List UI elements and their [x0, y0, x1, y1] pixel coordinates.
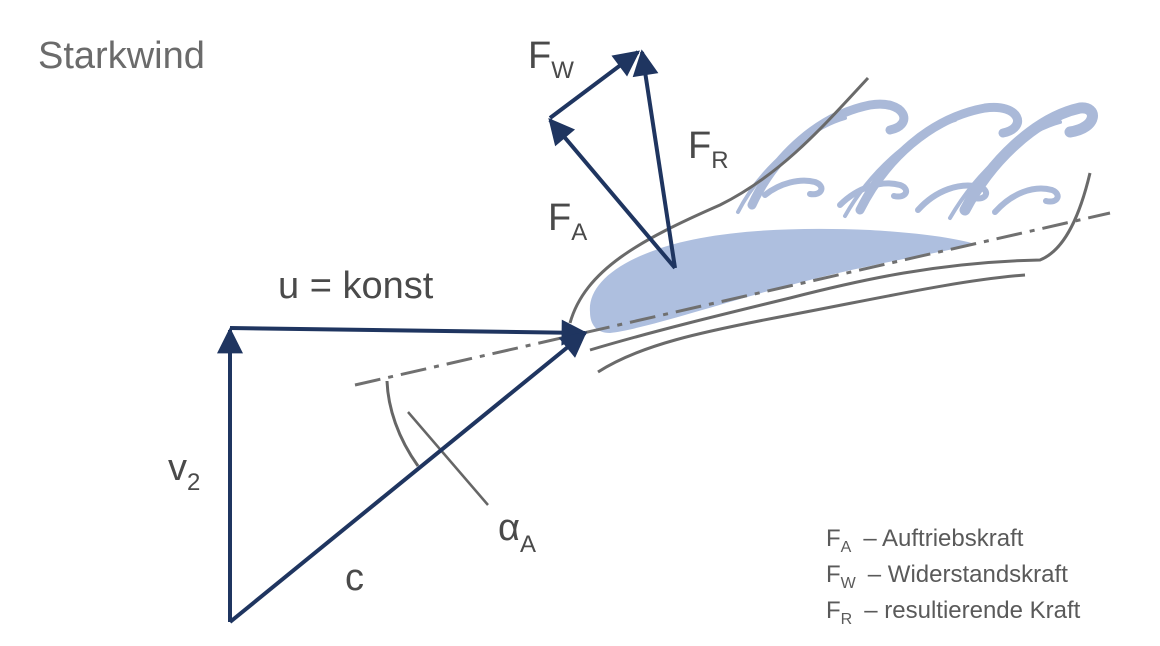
fr-vector — [632, 49, 677, 269]
velocity-triangle — [217, 319, 588, 624]
legend-item-fr: FR– resultierende Kraft — [826, 597, 1081, 628]
fw-label: FW — [528, 35, 574, 84]
legend-item-fa: FA– Auftriebskraft — [826, 525, 1024, 556]
c-label: c — [345, 557, 364, 599]
fw-vector — [548, 50, 641, 120]
wake-vortices — [736, 99, 1098, 220]
u-label: u = konst — [278, 265, 434, 307]
diagram-title: Starkwind — [38, 35, 205, 77]
legend-item-fw: FW– Widerstandskraft — [826, 561, 1068, 592]
fa-label: FA — [548, 197, 587, 246]
force-vectors — [548, 49, 677, 270]
streamlines — [568, 76, 1092, 374]
alpha-label: αA — [498, 507, 536, 558]
angle-arc — [385, 380, 420, 467]
airfoil — [589, 228, 975, 333]
legend: FA– Auftriebskraft FW– Widerstandskraft … — [826, 525, 1081, 628]
fa-vector — [548, 118, 677, 270]
c-vector — [228, 331, 588, 624]
fr-label: FR — [688, 125, 729, 174]
v2-label: v2 — [168, 447, 200, 496]
u-vector — [229, 319, 588, 346]
chord-line — [354, 211, 1111, 387]
angle-leader — [407, 411, 489, 506]
